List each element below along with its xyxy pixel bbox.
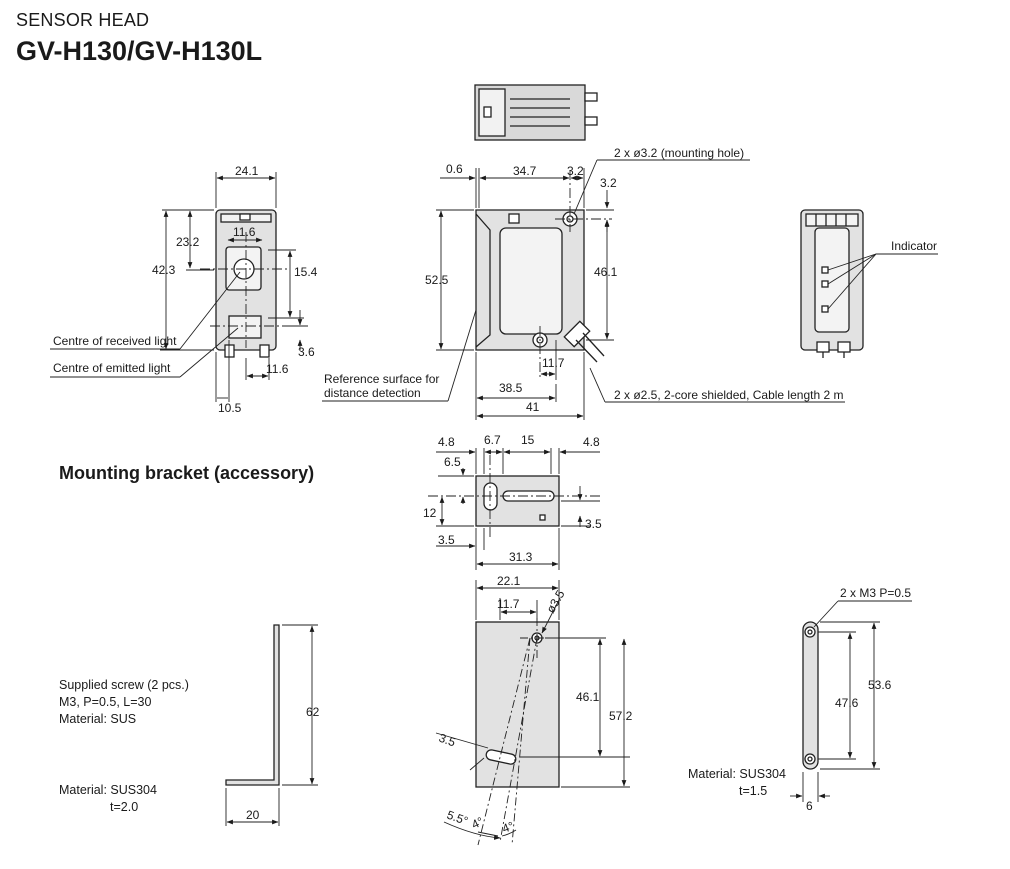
dim-15-4: 15.4: [294, 265, 318, 279]
screw-note-line: Material: SUS: [59, 712, 137, 726]
dim-bf-46-1: 46.1: [576, 690, 600, 704]
dim-3-2a: 3.2: [567, 164, 584, 178]
dim-3-2b: 3.2: [600, 176, 617, 190]
front-dimension-lines: [50, 172, 308, 402]
thickness-line: t=2.0: [110, 800, 139, 814]
dim-11-7: 11.7: [542, 356, 565, 370]
dim-bf-57-2: 57.2: [609, 709, 633, 723]
dim-34-7: 34.7: [513, 164, 537, 178]
bracket-section-title: Mounting bracket (accessory): [59, 463, 315, 483]
dim-br-15: 15: [521, 433, 535, 447]
dim-br-6-5: 6.5: [444, 455, 461, 469]
bracket-top-view: [475, 475, 560, 527]
indicator-label: Indicator: [891, 239, 937, 253]
dim-br-3-5b: 3.5: [585, 517, 602, 531]
centre-emitted-label: Centre of emitted light: [53, 361, 171, 375]
dim-38-5: 38.5: [499, 381, 523, 395]
dim-bf-3-5: 3.5: [437, 731, 458, 750]
sensor-back-view: [800, 209, 864, 358]
dim-bs-47-6: 47.6: [835, 696, 859, 710]
dim-br-4-8a: 4.8: [438, 435, 455, 449]
callout-labels: 2 x ø3.2 (mounting hole) Indicator Centr…: [53, 146, 937, 600]
thickness-line: t=1.5: [739, 784, 768, 798]
screw-note-line: M3, P=0.5, L=30: [59, 695, 152, 709]
dim-bl-62: 62: [306, 705, 320, 719]
dim-3-6: 3.6: [298, 345, 315, 359]
dim-br-6-7: 6.7: [484, 433, 501, 447]
bracket-front-view: [475, 621, 560, 788]
material-line: Material: SUS304: [59, 783, 157, 797]
bracket-front-dimension-lines: [435, 580, 630, 840]
cable-label: 2 x ø2.5, 2-core shielded, Cable length …: [614, 388, 843, 402]
dim-52-5: 52.5: [425, 273, 449, 287]
bracket-l-dimension-lines: [225, 624, 318, 826]
screw-note-line: Supplied screw (2 pcs.): [59, 678, 189, 692]
bracket-thin-view: [802, 621, 819, 770]
header-kicker: SENSOR HEAD: [16, 10, 150, 30]
screw-note: Supplied screw (2 pcs.) M3, P=0.5, L=30 …: [59, 677, 189, 728]
dim-11-6-top: 11.6: [233, 225, 256, 239]
bracket-top-center-lines: [428, 455, 600, 540]
dim-bs-6: 6: [806, 799, 813, 813]
dim-br-3-5a: 3.5: [438, 533, 455, 547]
dim-bl-20: 20: [246, 808, 260, 822]
sensor-side-view: [475, 209, 605, 363]
side-dimension-lines: [322, 159, 845, 420]
dim-0-6: 0.6: [446, 162, 463, 176]
dim-42-3: 42.3: [152, 263, 176, 277]
dim-bf-22-1: 22.1: [497, 574, 521, 588]
bracket-left-material-note: Material: SUS304 t=2.0: [59, 782, 157, 816]
dim-bf-d3-5: ø3.5: [543, 587, 567, 615]
dim-br-4-8b: 4.8: [583, 435, 600, 449]
reference-surface-label-2: distance detection: [324, 386, 421, 400]
dim-br-31-3: 31.3: [509, 550, 533, 564]
dim-bf-5-5: 5.5°: [445, 808, 470, 829]
dim-46-1: 46.1: [594, 265, 618, 279]
sensor-top-view: [474, 84, 598, 141]
bracket-right-material-note: Material: SUS304 t=1.5: [688, 766, 786, 800]
dim-bf-4a: 4°: [469, 814, 485, 832]
bracket-thin-dimension-lines: [790, 600, 912, 802]
mounting-hole-label: 2 x ø3.2 (mounting hole): [614, 146, 744, 160]
material-line: Material: SUS304: [688, 767, 786, 781]
dim-bf-4b: 4°: [500, 819, 516, 836]
dim-bf-11-7: 11.7: [497, 597, 520, 611]
indicator-leader-lines: [827, 253, 938, 310]
reference-surface-label-1: Reference surface for: [324, 372, 439, 386]
dim-41: 41: [526, 400, 540, 414]
dim-23-2: 23.2: [176, 235, 200, 249]
dim-bs-53-6: 53.6: [868, 678, 892, 692]
bracket-l-view: [225, 624, 280, 786]
bracket-front-center-lines: [477, 618, 560, 846]
side-center-lines: [539, 170, 612, 380]
page-title: GV-H130/GV-H130L: [16, 36, 263, 66]
centre-received-label: Centre of received light: [53, 334, 177, 348]
dimension-values: 24.1 23.2 42.3 11.6 15.4 3.6 11.6 10.5 0…: [152, 162, 892, 836]
m3-pitch-label: 2 x M3 P=0.5: [840, 586, 911, 600]
dim-11-6-bot: 11.6: [266, 362, 289, 376]
dim-10-5: 10.5: [218, 401, 242, 415]
dim-br-12: 12: [423, 506, 437, 520]
bracket-top-dimension-lines: [436, 448, 600, 570]
dim-front-width: 24.1: [235, 164, 259, 178]
